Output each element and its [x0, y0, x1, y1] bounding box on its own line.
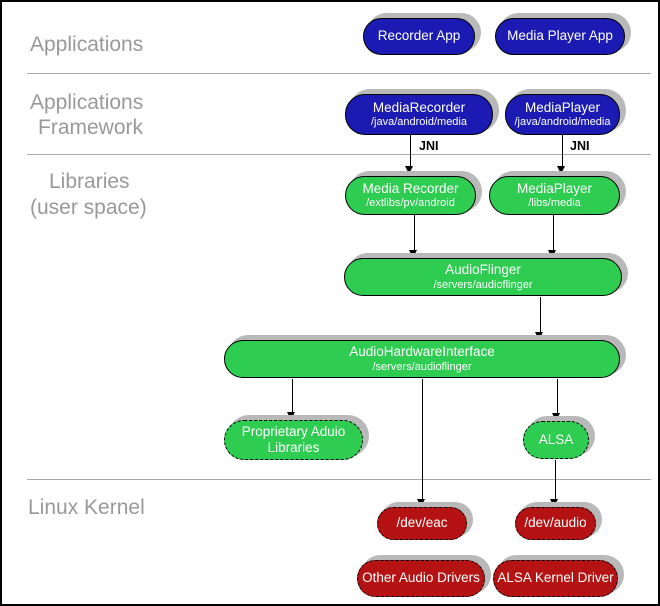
edge-ahi-proprietary: [292, 379, 293, 412]
layer-label-libraries-line1: Libraries: [49, 170, 130, 193]
node-mediarecorder-framework: MediaRecorder /java/android/media: [345, 94, 493, 135]
node-dev-eac: /dev/eac: [377, 507, 467, 540]
layer-label-linux-kernel: Linux Kernel: [28, 496, 145, 519]
divider-applications-framework: [27, 73, 651, 74]
node-mediaplayer-framework: MediaPlayer /java/android/media: [505, 94, 620, 135]
arrow-down-icon: [548, 250, 556, 258]
node-media-player-app: Media Player App: [495, 18, 625, 55]
node-alsa-kernel-driver: ALSA Kernel Driver: [493, 560, 618, 597]
layer-label-framework-line1: Applications: [30, 91, 144, 114]
arrow-down-icon: [550, 499, 558, 507]
arrow-down-icon: [287, 412, 295, 420]
node-audiohardwareinterface: AudioHardwareInterface /servers/audiofli…: [224, 340, 620, 378]
node-proprietary-audio-libraries: Proprietary Aduio Libraries: [224, 420, 363, 460]
layer-label-applications: Applications: [30, 33, 144, 56]
arrow-down-icon: [409, 250, 417, 258]
node-alsa: ALSA: [523, 421, 589, 459]
edge-mediarecorder-jni: [410, 135, 411, 166]
jni-label-left: JNI: [419, 139, 439, 153]
edge-alsa-devaudio: [555, 460, 556, 499]
arrow-down-icon: [552, 413, 560, 421]
layer-label-libraries-line2: (user space): [30, 196, 147, 219]
node-mediaplayer-lib: MediaPlayer /libs/media: [489, 176, 620, 215]
arrow-down-icon: [535, 332, 543, 340]
edge-audioflinger-ahi: [540, 297, 541, 332]
edge-recorderlib-audioflinger: [414, 215, 415, 250]
jni-label-right: JNI: [570, 139, 590, 153]
node-recorder-app: Recorder App: [363, 18, 475, 55]
edge-playerlib-audioflinger: [553, 215, 554, 250]
layer-label-framework-line2: Framework: [38, 116, 144, 139]
node-audioflinger: AudioFlinger /servers/audioflinger: [344, 258, 622, 296]
arrow-down-icon: [557, 166, 565, 174]
edge-mediaplayer-jni: [562, 135, 563, 166]
node-other-audio-drivers: Other Audio Drivers: [357, 560, 485, 597]
node-media-recorder-lib: Media Recorder /extlibs/pv/android: [345, 176, 476, 215]
divider-libraries-kernel: [27, 479, 651, 480]
edge-ahi-alsa: [557, 379, 558, 413]
arrow-down-icon: [405, 166, 413, 174]
node-dev-audio: /dev/audio: [515, 507, 596, 540]
edge-ahi-deveac: [422, 379, 423, 499]
divider-framework-libraries: [27, 154, 651, 155]
arrow-down-icon: [417, 499, 425, 507]
